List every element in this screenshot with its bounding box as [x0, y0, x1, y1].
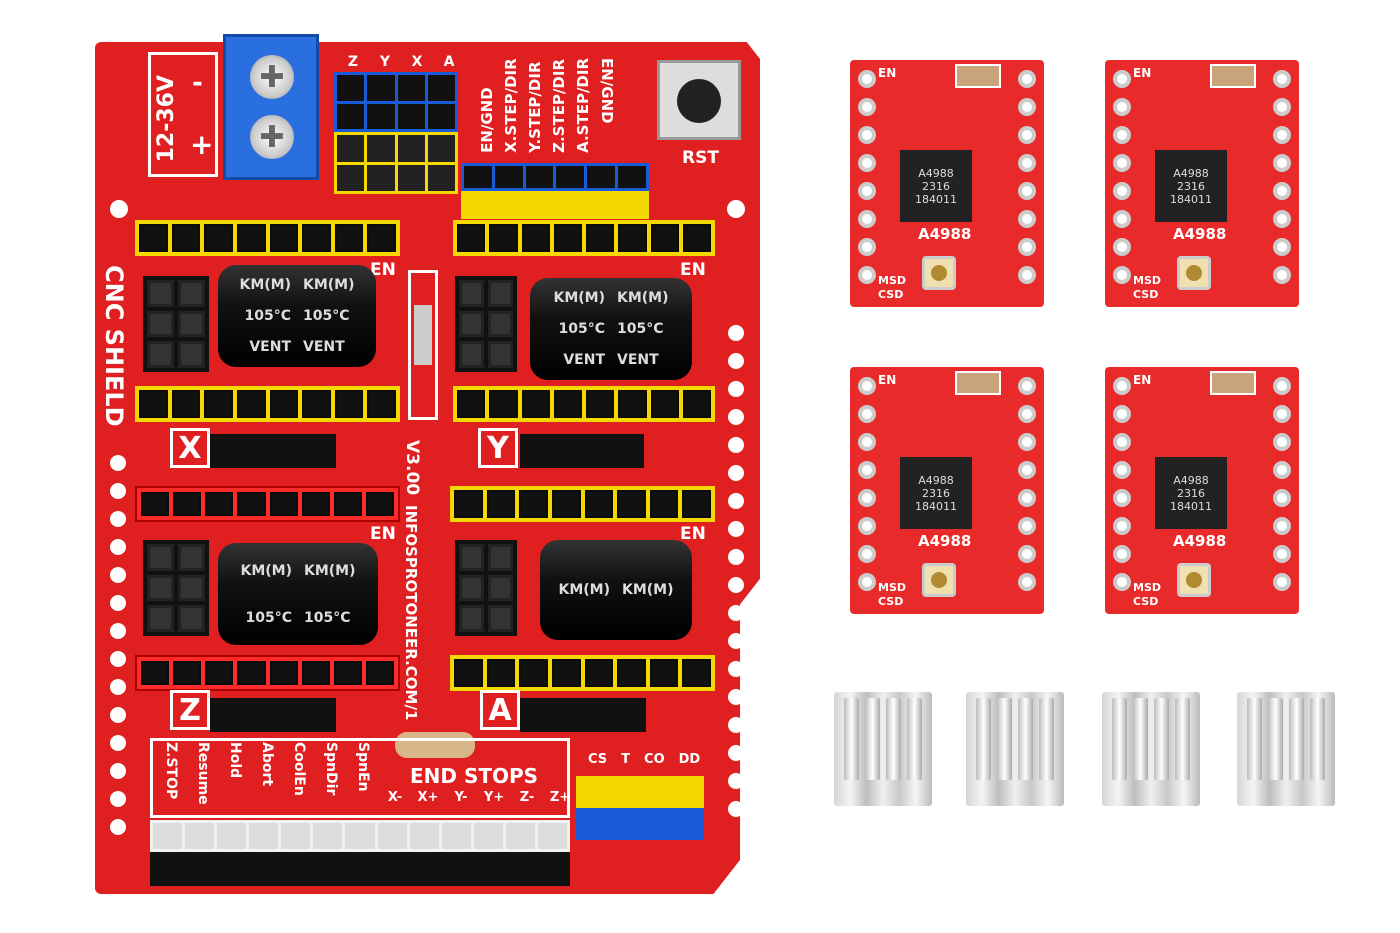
- top-jumper-header-blue[interactable]: [334, 72, 458, 132]
- current-potentiometer[interactable]: [1177, 256, 1211, 290]
- power-voltage-label: 12-36V: [154, 75, 179, 163]
- heatsink: [966, 692, 1064, 806]
- y-axis-label: Y: [478, 428, 518, 468]
- x-en-label: EN: [370, 260, 396, 280]
- driver-pins-right: [1273, 70, 1291, 284]
- current-potentiometer[interactable]: [1177, 563, 1211, 597]
- mounting-hole: [727, 200, 745, 218]
- board-version: V3.00: [402, 440, 422, 496]
- z-axis-label: Z: [170, 690, 210, 730]
- top-header-labels: Z Y X A: [347, 54, 455, 70]
- y-driver-socket-bottom[interactable]: [453, 386, 715, 422]
- reset-button[interactable]: [657, 60, 741, 140]
- y-microstep-jumpers[interactable]: [455, 276, 517, 372]
- endstop-header-white[interactable]: [150, 820, 570, 852]
- y-driver-socket-top[interactable]: [453, 220, 715, 256]
- top-jumper-header-yellow[interactable]: [334, 132, 458, 194]
- z-driver-socket-bottom[interactable]: [135, 655, 400, 691]
- a-driver-socket-top[interactable]: [450, 486, 715, 522]
- fuse-component: [414, 305, 432, 365]
- reset-label: RST: [682, 148, 719, 168]
- driver-pins-right: [1018, 377, 1036, 591]
- driver-pins-left: [1113, 70, 1131, 284]
- mounting-hole: [110, 200, 128, 218]
- a-driver-socket-bottom[interactable]: [450, 655, 715, 691]
- end-stops-label: END STOPS: [410, 764, 539, 788]
- signal-header-blue[interactable]: [461, 163, 649, 191]
- x-driver-socket-bottom[interactable]: [135, 386, 400, 422]
- y-motor-header[interactable]: [520, 434, 644, 468]
- z-en-label: EN: [370, 524, 396, 544]
- screw-icon: ✚: [250, 115, 294, 159]
- x-motor-header[interactable]: [210, 434, 336, 468]
- heatsink: [1102, 692, 1200, 806]
- aux-header-blue[interactable]: [576, 808, 704, 840]
- resistor-network: [395, 732, 475, 758]
- aux-header-yellow[interactable]: [576, 776, 704, 808]
- left-pin-holes: [110, 455, 126, 835]
- control-labels: Z.STOP Resume Hold Abort CoolEn SpnDir S…: [163, 742, 371, 805]
- power-label-box: [148, 52, 218, 177]
- a-en-label: EN: [680, 524, 706, 544]
- z-driver-socket-top[interactable]: [135, 486, 400, 522]
- endstop-pin-labels: X- X+ Y- Y+ Z- Z+: [387, 790, 571, 805]
- board-url: INFOSPROTONEER.COM/1: [402, 505, 420, 721]
- driver-pins-left: [858, 70, 876, 284]
- heatsink: [834, 692, 932, 806]
- driver-pins-left: [1113, 377, 1131, 591]
- a-capacitor: KM(M)KM(M): [540, 540, 692, 640]
- signal-labels: EN/GND X.STEP/DIR Y.STEP/DIR Z.STEP/DIR …: [478, 58, 616, 153]
- board-name: CNC SHIELD: [100, 265, 128, 427]
- y-en-label: EN: [680, 260, 706, 280]
- z-motor-header[interactable]: [210, 698, 336, 732]
- power-screw-terminal[interactable]: ✚ ✚: [223, 34, 319, 180]
- heatsink: [1237, 692, 1335, 806]
- driver-pins-right: [1018, 70, 1036, 284]
- power-minus-label: -: [192, 68, 203, 98]
- screw-icon: ✚: [250, 55, 294, 99]
- endstop-label-box: [150, 738, 570, 818]
- a-axis-label: A: [480, 690, 520, 730]
- current-potentiometer[interactable]: [922, 256, 956, 290]
- x-axis-label: X: [170, 428, 210, 468]
- right-pin-holes: [728, 325, 744, 817]
- reset-button-cap[interactable]: [677, 79, 721, 123]
- signal-header-yellow[interactable]: [461, 191, 649, 219]
- a-motor-header[interactable]: [520, 698, 646, 732]
- fuse-outline: [408, 270, 438, 420]
- z-microstep-jumpers[interactable]: [143, 540, 209, 636]
- a-microstep-jumpers[interactable]: [455, 540, 517, 636]
- x-driver-socket-top[interactable]: [135, 220, 400, 256]
- aux-header-labels: CS T CO DD: [588, 752, 701, 767]
- current-potentiometer[interactable]: [922, 563, 956, 597]
- power-plus-label: +: [190, 128, 214, 161]
- x-microstep-jumpers[interactable]: [143, 276, 209, 372]
- endstop-header-black[interactable]: [150, 852, 570, 886]
- driver-pins-left: [858, 377, 876, 591]
- driver-pins-right: [1273, 377, 1291, 591]
